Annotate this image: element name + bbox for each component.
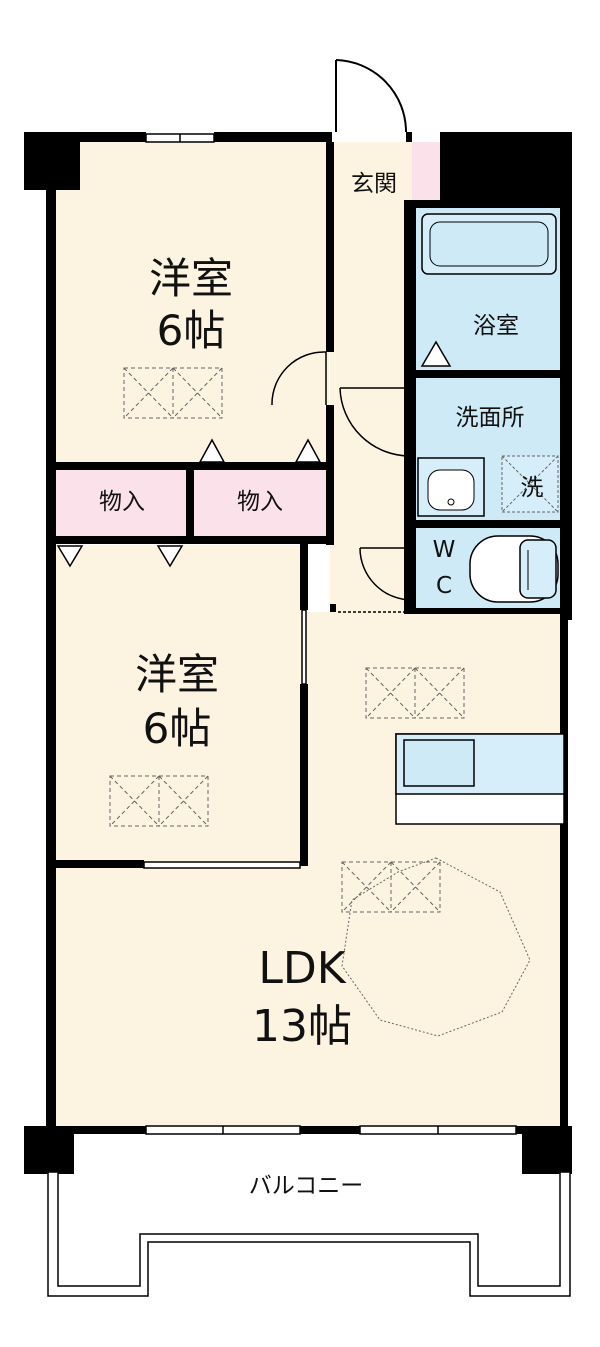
storage-left-label: 物入 xyxy=(99,489,145,515)
hallway-floor xyxy=(330,142,410,612)
storage-right-floor xyxy=(194,470,326,536)
wc-label-w: W xyxy=(432,537,456,563)
entry-door-icon xyxy=(335,59,407,133)
washbasin-icon xyxy=(417,457,485,517)
balcony-label: バルコニー xyxy=(248,1173,364,1199)
ldk-floor xyxy=(54,612,564,1128)
bathroom-label: 浴室 xyxy=(473,313,519,339)
entrance-label: 玄関 xyxy=(351,171,397,197)
bedroom-mid-name: 洋室 xyxy=(134,650,219,699)
doors xyxy=(143,351,478,869)
storage-left-floor xyxy=(54,470,188,536)
balcony-outline xyxy=(47,1171,571,1297)
bedroom-mid-size: 6帖 xyxy=(142,704,212,753)
wc-label-c: C xyxy=(435,573,453,599)
entrance-tile xyxy=(412,142,440,200)
bathtub-icon xyxy=(420,213,557,367)
kitchen-counter-icon xyxy=(395,733,565,825)
entrance-floor xyxy=(332,142,412,200)
walls xyxy=(24,132,572,1174)
washroom-label: 洗面所 xyxy=(455,405,525,431)
bedroom-top-size: 6帖 xyxy=(156,306,226,355)
washer-label: 洗 xyxy=(520,475,544,501)
bedroom-top-floor xyxy=(54,142,329,467)
dining-table-icon xyxy=(341,857,531,1037)
ldk-size: 13帖 xyxy=(252,1001,352,1052)
toilet-icon xyxy=(469,535,559,603)
bedroom-top-name: 洋室 xyxy=(148,254,233,303)
storage-right-label: 物入 xyxy=(237,489,283,515)
hatch-icons xyxy=(109,367,465,913)
closet-door-icon xyxy=(56,438,322,568)
ldk-name: LDK xyxy=(258,943,346,994)
washer-space-icon xyxy=(501,455,559,513)
windows xyxy=(145,133,517,1135)
